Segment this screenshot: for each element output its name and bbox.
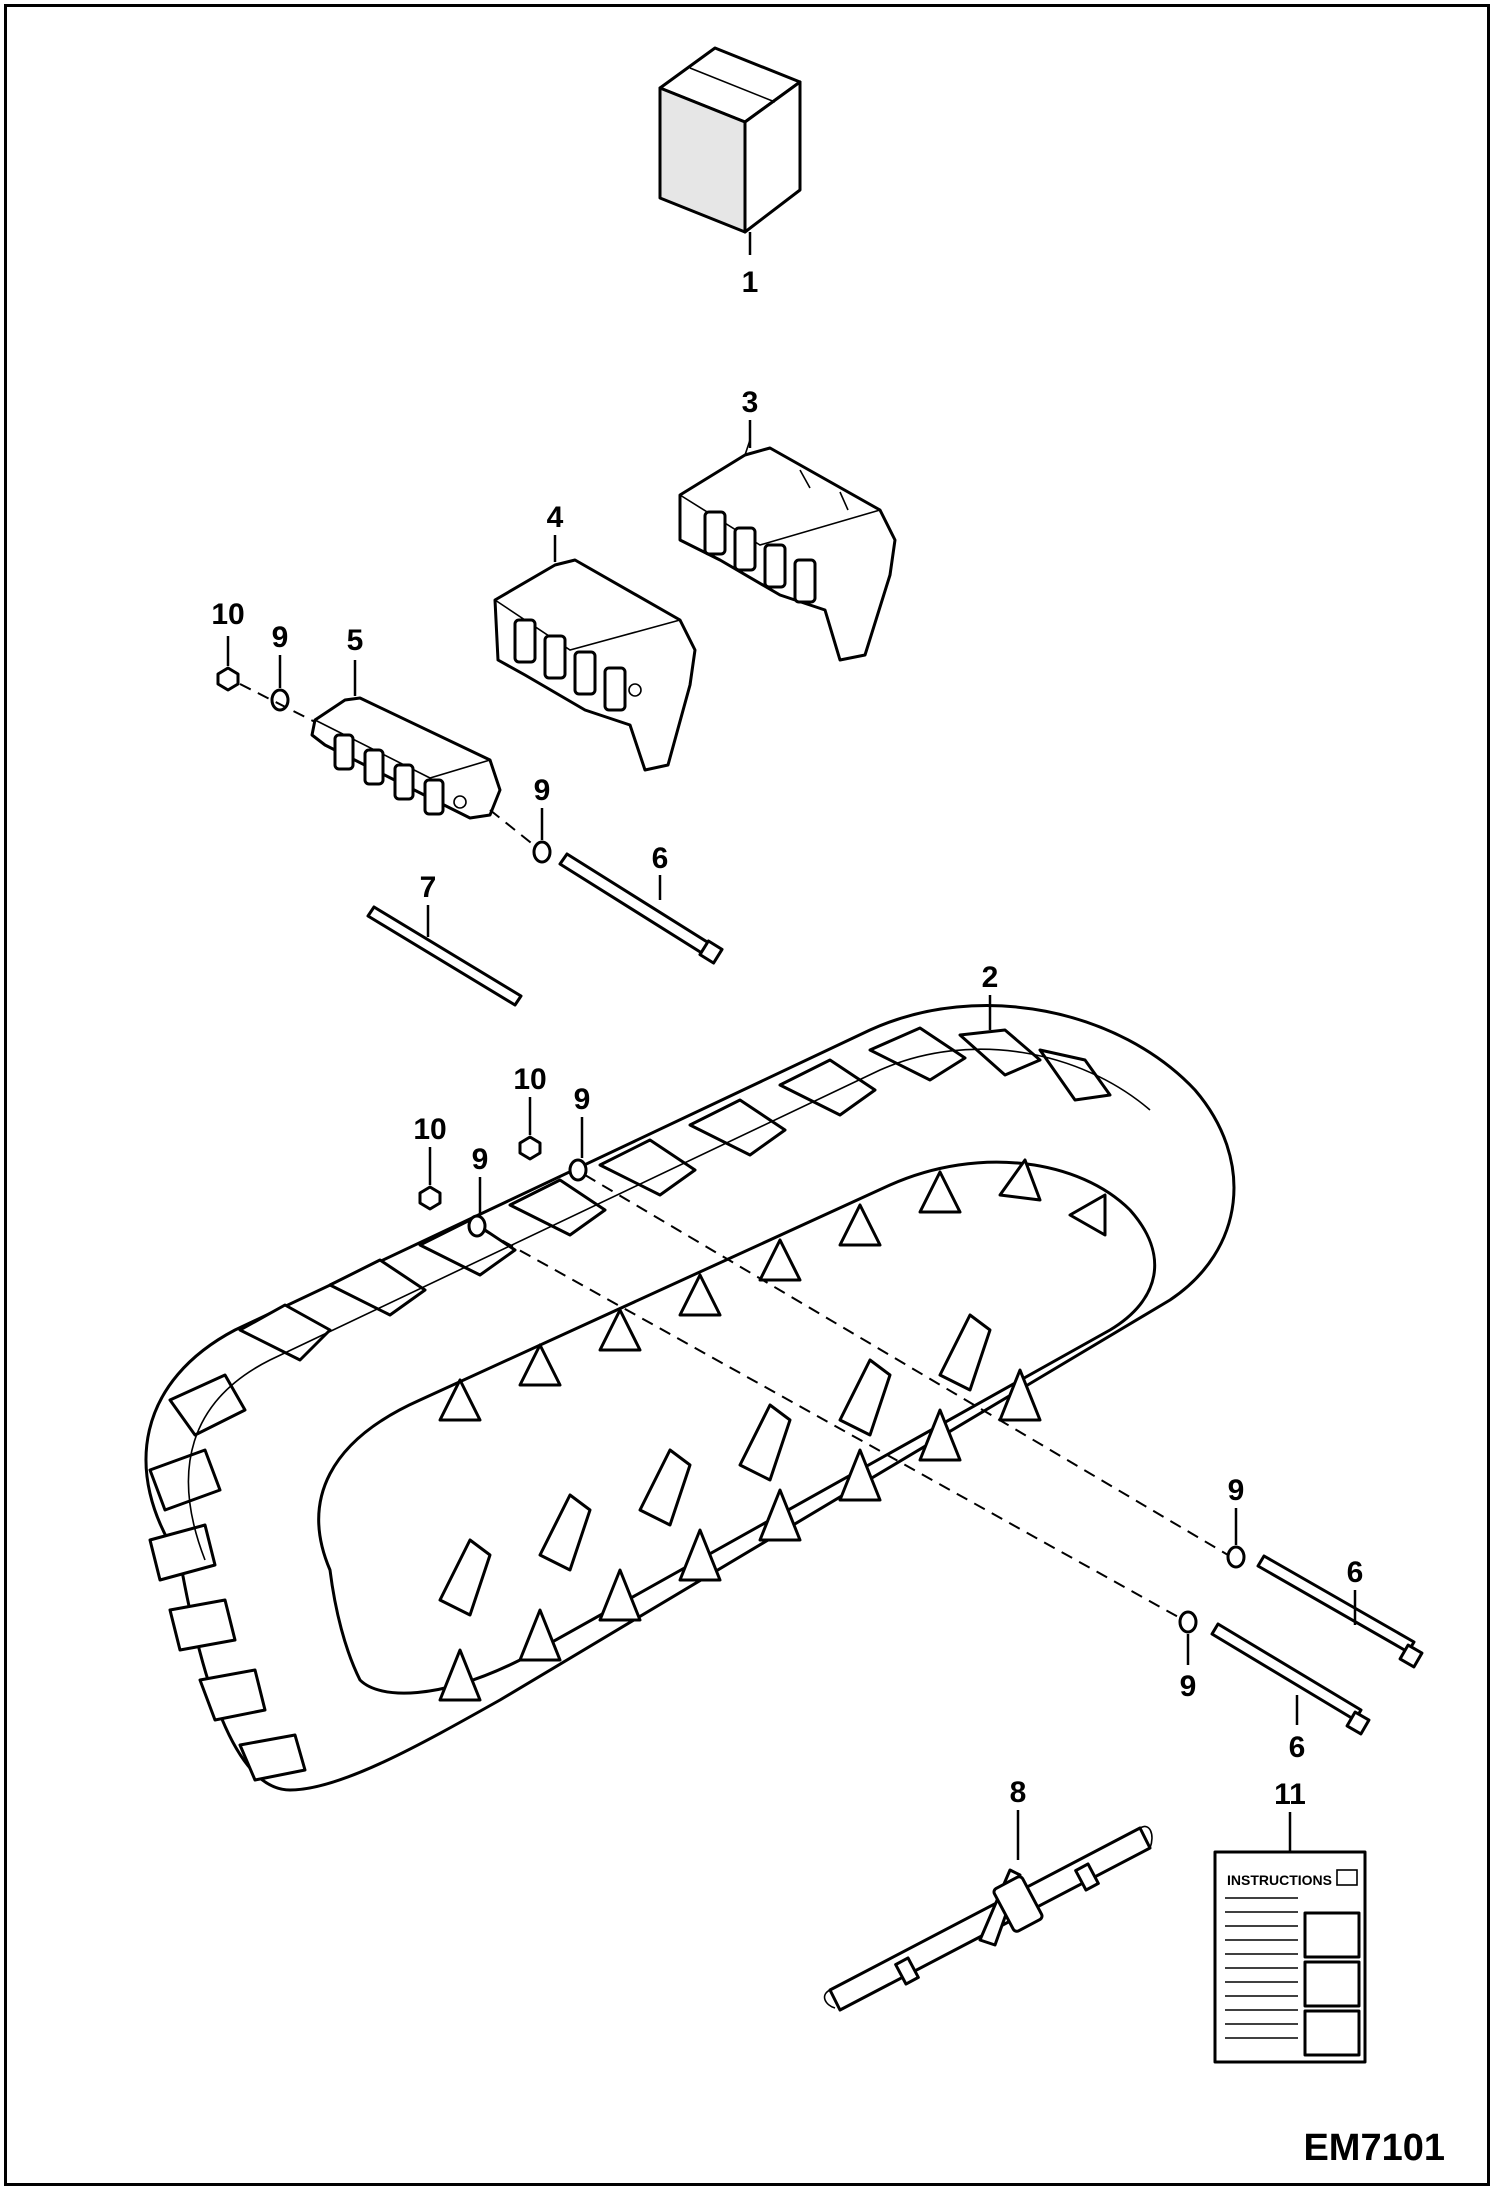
part-3-shoe: [678, 439, 897, 662]
callout-9-c: 9: [574, 1083, 591, 1116]
callout-10-a: 10: [211, 598, 244, 631]
callout-11: 11: [1274, 1778, 1306, 1811]
callout-9-d: 9: [472, 1143, 489, 1176]
part-5-shoe: [310, 696, 502, 820]
part-1-box: [658, 46, 802, 255]
callout-9-e: 9: [1228, 1474, 1245, 1507]
drawing-code: EM7101: [1303, 2127, 1445, 2169]
callout-5: 5: [347, 624, 364, 657]
callout-8: 8: [1010, 1776, 1027, 1809]
callout-7: 7: [420, 871, 437, 904]
callout-9-a: 9: [272, 621, 289, 654]
part-4-shoe: [493, 558, 697, 772]
callout-10-c: 10: [413, 1113, 446, 1146]
part-8-strap: [823, 1825, 1153, 2012]
part-11-instructions: [1213, 1850, 1367, 2064]
callout-1: 1: [742, 266, 759, 299]
callout-10-b: 10: [513, 1063, 546, 1096]
callout-4: 4: [547, 501, 564, 534]
part-2-hardware: [418, 1135, 1424, 1736]
callout-3: 3: [742, 386, 759, 419]
part-5-hardware: [216, 666, 724, 965]
callout-6-a: 6: [652, 842, 669, 875]
callout-2: 2: [982, 961, 999, 994]
part-7-pin: [366, 905, 523, 1007]
callout-9-f: 9: [1180, 1670, 1197, 1703]
instructions-label: INSTRUCTIONS: [1227, 1872, 1332, 1888]
part-2-track: [144, 1004, 1236, 1792]
callout-9-b: 9: [534, 774, 551, 807]
callout-6-c: 6: [1289, 1731, 1306, 1764]
callout-6-b: 6: [1347, 1556, 1364, 1589]
